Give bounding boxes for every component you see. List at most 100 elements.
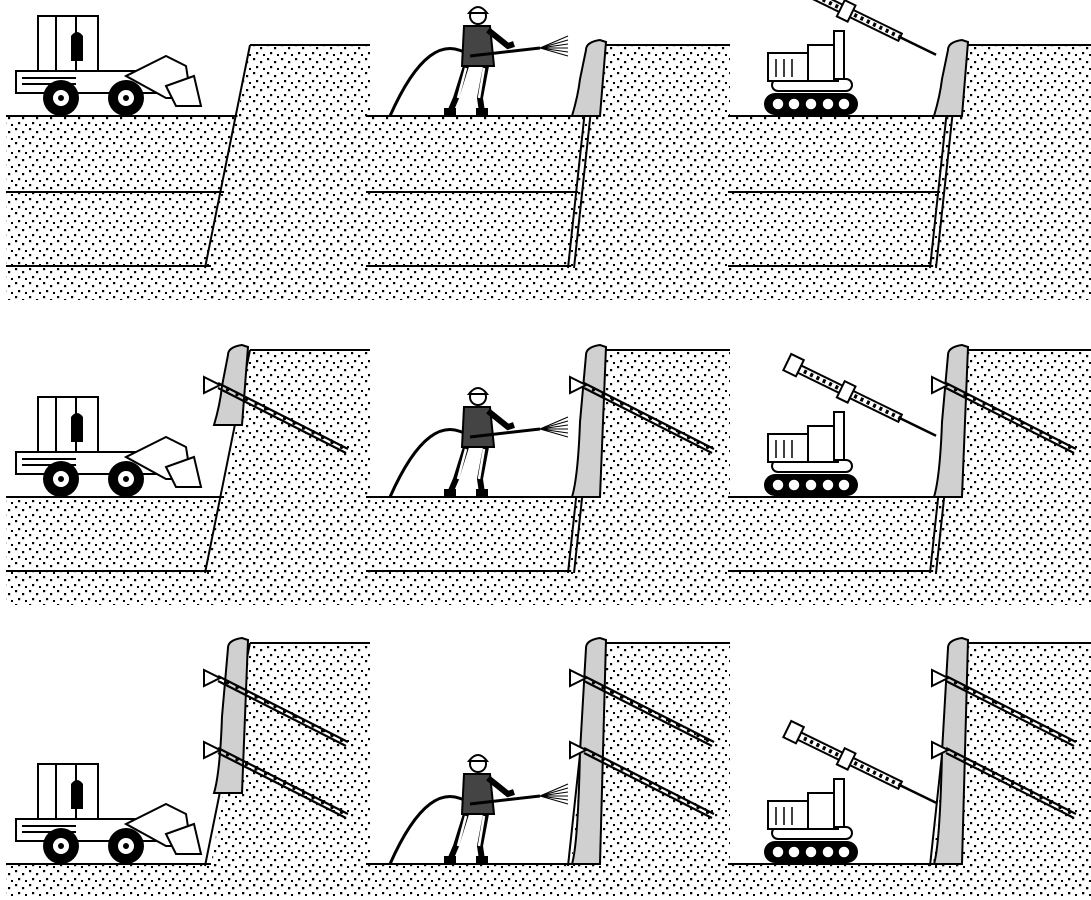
foreground-soil: [6, 116, 370, 300]
nail-thread: [254, 402, 258, 406]
nail-thread: [1048, 436, 1053, 440]
loader-axle: [58, 95, 64, 101]
loader-bucket: [164, 74, 203, 107]
nail-thread: [1010, 710, 1015, 714]
worker-trousers: [456, 448, 486, 480]
nail-thread: [1029, 719, 1034, 723]
panel-1-2-shotcrete: [366, 6, 730, 300]
nail-thread: [658, 786, 662, 791]
nail-thread: [263, 772, 268, 776]
nail-thread: [282, 417, 287, 421]
mast-chain: [815, 375, 821, 381]
foreground-soil: [728, 864, 1091, 898]
installed-soil-nail: [569, 375, 715, 454]
rig-boom: [833, 30, 845, 80]
nail-thread: [591, 388, 596, 392]
nail-thread: [1010, 782, 1015, 786]
nail-thread: [677, 431, 681, 435]
nail-thread: [658, 421, 662, 425]
nail-bar: [945, 387, 1075, 454]
worker-arm: [486, 775, 515, 798]
nail-thread: [273, 705, 277, 709]
nail-bar: [583, 680, 713, 747]
mast-chain: [884, 776, 890, 782]
nail-thread: [1067, 445, 1072, 449]
shotcrete-nozzle: [469, 794, 541, 806]
drill-rig: [764, 719, 937, 863]
shotcrete-hose: [388, 795, 471, 865]
nail-thread: [696, 734, 700, 738]
nail-thread: [601, 393, 605, 397]
nail-bar: [217, 680, 347, 747]
nail-thread: [292, 421, 296, 425]
nail-thread: [686, 436, 691, 440]
loader-axle: [123, 95, 129, 101]
worker-trousers: [456, 67, 486, 99]
nail-thread: [620, 695, 624, 699]
nail-head: [931, 740, 951, 760]
nail-thread: [639, 777, 643, 781]
nail-thread: [339, 445, 344, 449]
mast-chain: [853, 13, 858, 18]
nail-thread: [982, 767, 986, 771]
spray-line: [539, 795, 569, 805]
nail-thread: [972, 762, 977, 767]
shotcrete-nozzleman: [388, 754, 569, 865]
shotcrete-hose: [388, 428, 471, 498]
nail-thread: [263, 407, 268, 411]
mast-chain: [834, 3, 839, 9]
nail-thread: [330, 441, 334, 445]
shotcrete-facing: [212, 636, 250, 794]
mast-chain: [809, 739, 814, 745]
nail-thread: [705, 810, 710, 815]
nail-thread: [963, 393, 967, 397]
drill-rod: [899, 784, 937, 804]
excavation-face: [204, 44, 251, 269]
installed-soil-nail: [931, 740, 1077, 819]
nail-thread: [1001, 777, 1005, 781]
worker-boot: [476, 108, 488, 116]
mast-chain: [891, 412, 896, 418]
panel-2-2-shotcrete: [366, 343, 730, 605]
mast-chain: [878, 25, 884, 31]
foreground-soil: [366, 497, 730, 605]
nail-thread: [639, 705, 643, 709]
nail-thread: [953, 753, 958, 757]
spray-line: [539, 791, 569, 797]
nail-thread: [339, 810, 344, 815]
nail-thread: [1048, 801, 1053, 805]
loader-bucket: [164, 822, 203, 855]
loader-cab: [37, 15, 99, 72]
nail-thread: [244, 762, 249, 767]
nail-thread: [273, 412, 277, 416]
installed-soil-nail: [569, 740, 715, 819]
nail-thread: [254, 695, 258, 699]
shotcrete-facing: [932, 343, 970, 498]
foreground-soil: [728, 116, 1091, 300]
worker-arm: [486, 408, 515, 431]
track-roller: [771, 97, 785, 111]
nail-thread: [1048, 729, 1053, 733]
mast-chain: [891, 779, 896, 785]
foreground-soil: [6, 864, 370, 898]
retained-soil: [930, 643, 1091, 898]
nail-bar: [945, 675, 1077, 743]
panel-2-3-drill: [728, 343, 1091, 605]
nail-thread: [610, 690, 615, 695]
worker-boot: [476, 856, 488, 864]
nail-thread: [629, 772, 634, 776]
mast-chain: [872, 403, 877, 409]
drill-rig: [764, 0, 937, 115]
nail-thread: [982, 695, 986, 699]
mast-chain: [815, 742, 821, 748]
nail-thread: [620, 402, 624, 406]
mast-chain: [803, 369, 808, 375]
nail-thread: [1039, 796, 1043, 800]
nail-bar: [583, 382, 715, 450]
nail-bar: [583, 387, 713, 454]
nail-thread: [677, 796, 681, 800]
nail-thread: [301, 791, 306, 795]
track-roller: [771, 845, 785, 859]
nail-thread: [311, 796, 315, 800]
worker-helmet: [466, 387, 490, 395]
